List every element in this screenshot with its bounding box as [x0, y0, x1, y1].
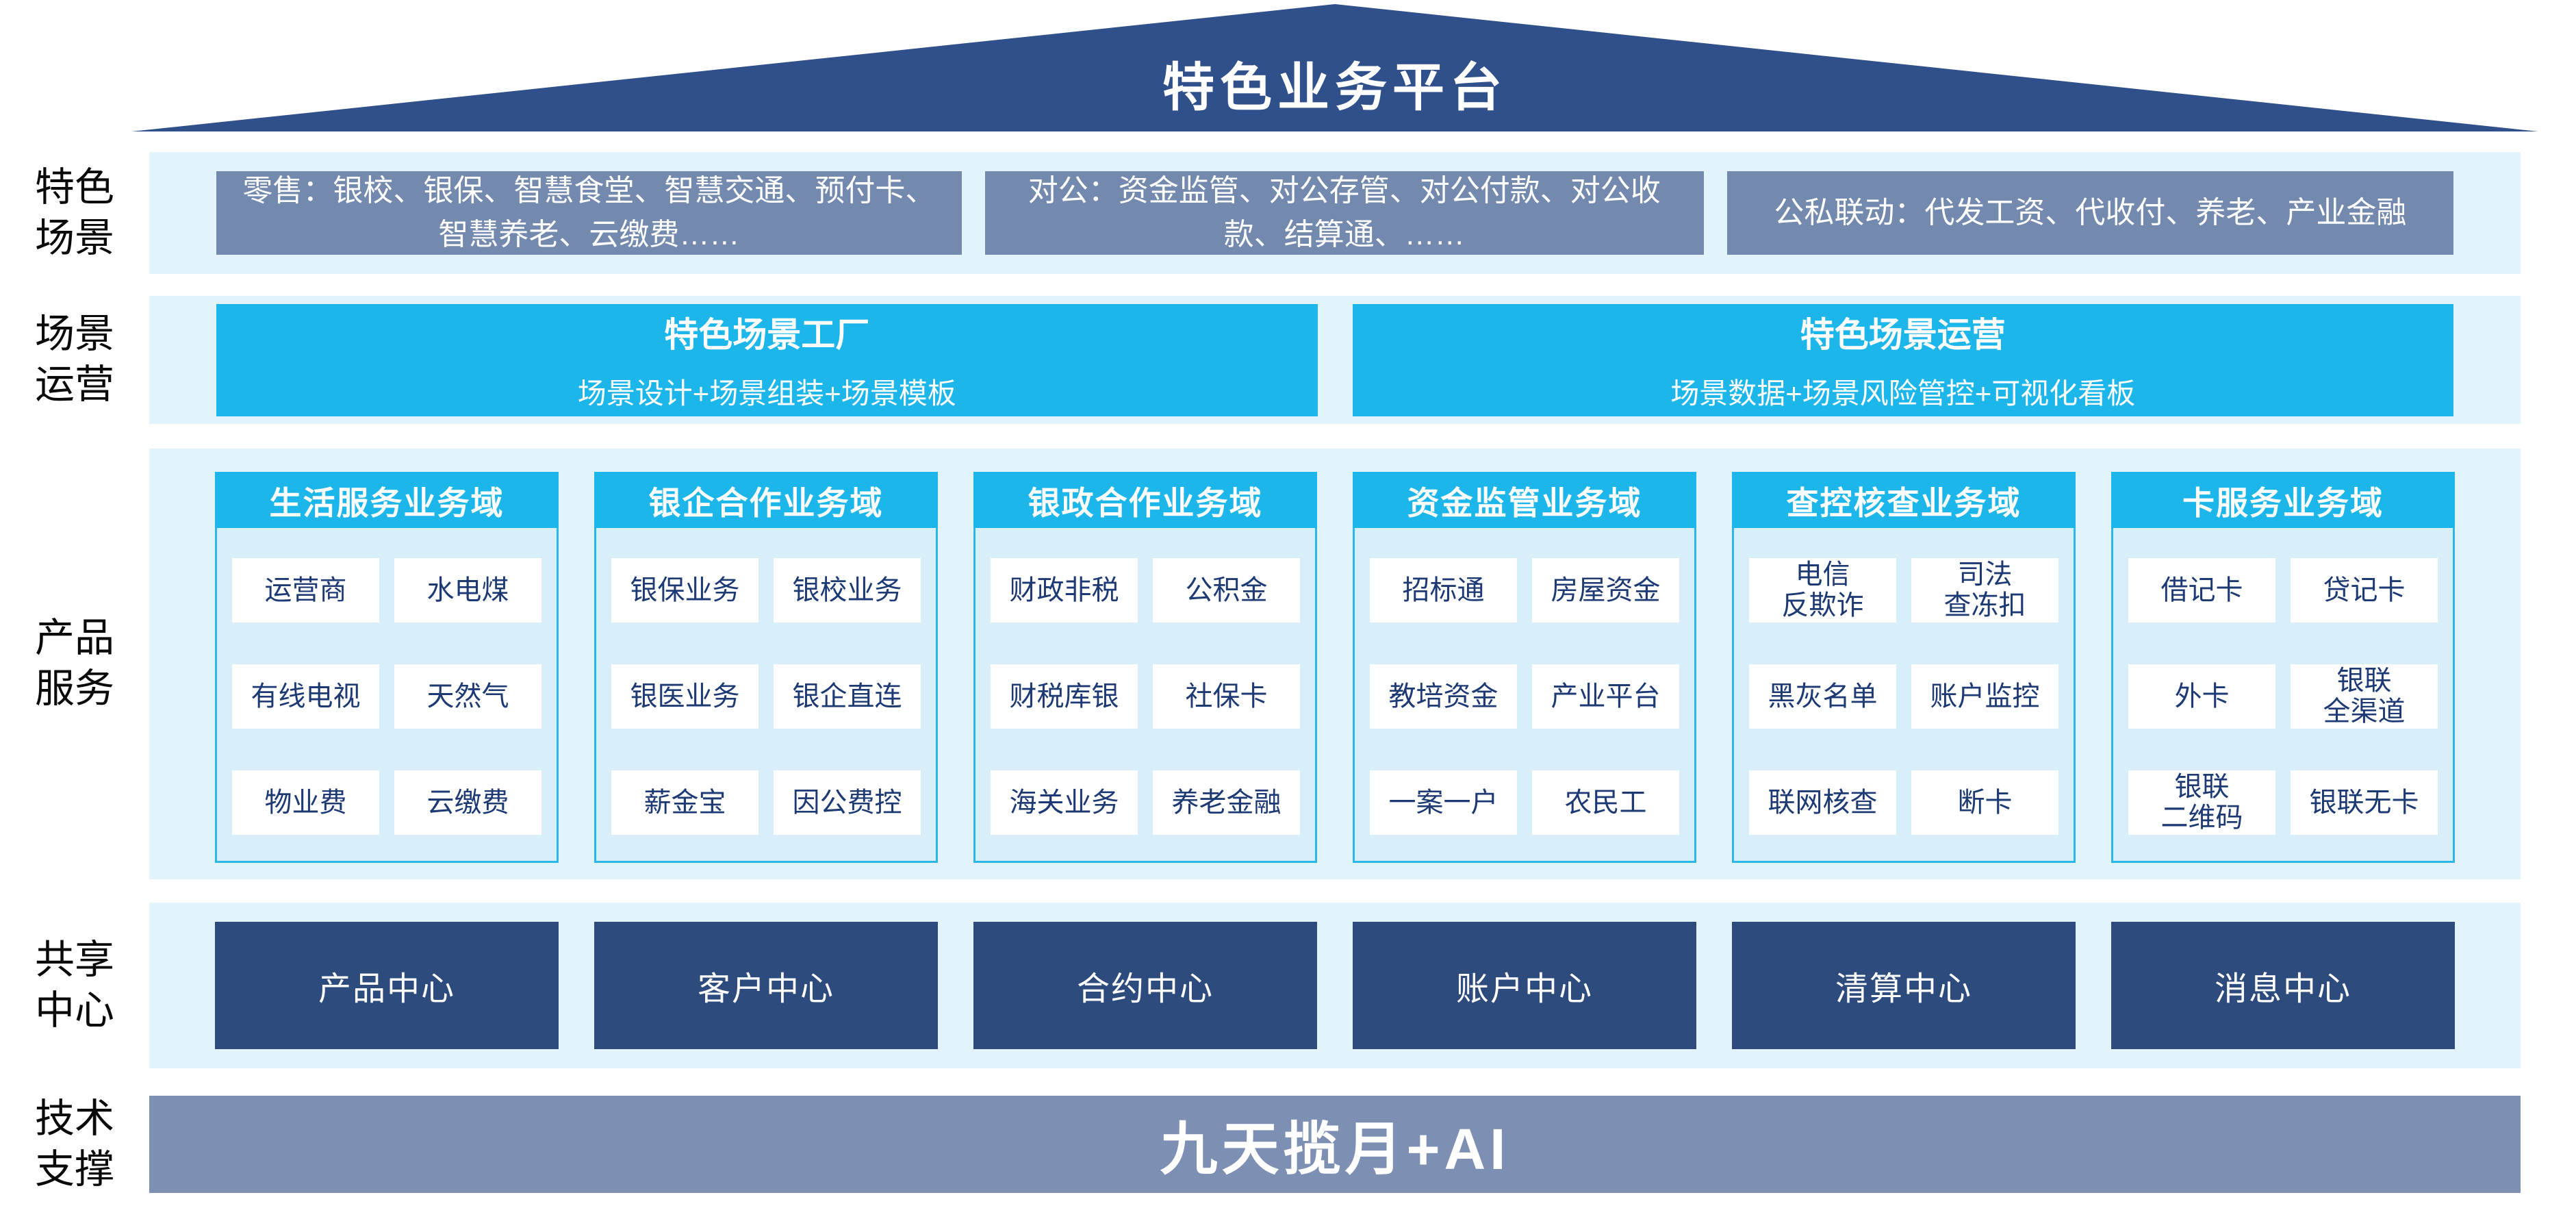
product-item: 天然气 [394, 664, 541, 729]
scene-factory-title: 特色场景工厂 [664, 316, 870, 354]
layer-label-shared-centers: 共享 中心 [34, 937, 114, 1033]
product-item: 外卡 [2128, 664, 2275, 729]
product-item: 运营商 [232, 558, 379, 623]
product-item: 招标通 [1370, 558, 1517, 623]
product-item: 一案一户 [1370, 770, 1517, 835]
product-item: 公积金 [1153, 558, 1300, 623]
center-box-contract: 合约中心 [973, 922, 1317, 1049]
product-item: 银医业务 [611, 664, 758, 729]
scene-box-public-private: 公私联动：代发工资、代收付、养老、产业金融 [1726, 171, 2453, 255]
scene-layer-band: 零售：银校、银保、智慧食堂、智慧交通、预付卡、智慧养老、云缴费…… 对公：资金监… [149, 152, 2521, 274]
scene-operation-subtitle: 场景数据+场景风险管控+可视化看板 [1670, 377, 2136, 410]
domain-header: 银政合作业务域 [973, 472, 1317, 528]
product-item: 账户监控 [1911, 664, 2058, 729]
product-item: 银联 二维码 [2128, 770, 2275, 835]
domain-column-fund-supervision: 资金监管业务域 招标通 房屋资金 教培资金 产业平台 一案一户 农民工 [1353, 472, 1696, 863]
domain-header: 卡服务业务域 [2111, 472, 2455, 528]
product-item: 水电煤 [394, 558, 541, 623]
domain-column-life-services: 生活服务业务域 运营商 水电煤 有线电视 天然气 物业费 云缴费 [215, 472, 559, 863]
scene-box-corporate: 对公：资金监管、对公存管、对公付款、对公收款、结算通、…… [984, 171, 1704, 255]
domain-column-card-services: 卡服务业务域 借记卡 贷记卡 外卡 银联 全渠道 银联 二维码 银联无卡 [2111, 472, 2455, 863]
domain-body: 电信 反欺诈 司法 查冻扣 黑灰名单 账户监控 联网核查 断卡 [1732, 528, 2076, 863]
product-item: 银校业务 [774, 558, 921, 623]
product-layer-band: 生活服务业务域 运营商 水电煤 有线电视 天然气 物业费 云缴费 银企合作业务域… [149, 449, 2521, 879]
product-item: 银保业务 [611, 558, 758, 623]
product-item: 黑灰名单 [1749, 664, 1896, 729]
center-box-account: 账户中心 [1353, 922, 1696, 1049]
center-box-customer: 客户中心 [594, 922, 938, 1049]
domain-header: 生活服务业务域 [215, 472, 559, 528]
shared-center-layer-band: 产品中心 客户中心 合约中心 账户中心 清算中心 消息中心 [149, 903, 2521, 1068]
domain-header: 查控核查业务域 [1732, 472, 2076, 528]
operation-layer-band: 特色场景工厂 场景设计+场景组装+场景模板 特色场景运营 场景数据+场景风险管控… [149, 296, 2521, 424]
domain-column-bank-enterprise: 银企合作业务域 银保业务 银校业务 银医业务 银企直连 薪金宝 因公费控 [594, 472, 938, 863]
product-item: 财税库银 [991, 664, 1138, 729]
product-item: 财政非税 [991, 558, 1138, 623]
product-item: 因公费控 [774, 770, 921, 835]
domain-body: 银保业务 银校业务 银医业务 银企直连 薪金宝 因公费控 [594, 528, 938, 863]
scene-factory-subtitle: 场景设计+场景组装+场景模板 [577, 377, 956, 410]
product-item: 养老金融 [1153, 770, 1300, 835]
product-item: 农民工 [1532, 770, 1679, 835]
center-box-clearing: 清算中心 [1732, 922, 2076, 1049]
product-item: 海关业务 [991, 770, 1138, 835]
scene-factory-box: 特色场景工厂 场景设计+场景组装+场景模板 [216, 303, 1318, 416]
scene-operation-title: 特色场景运营 [1800, 316, 2006, 354]
center-box-product: 产品中心 [215, 922, 559, 1049]
layer-label-operations: 场景 运营 [34, 311, 114, 407]
diagram-title: 特色业务平台 [1162, 59, 1507, 117]
scene-operation-box: 特色场景运营 场景数据+场景风险管控+可视化看板 [1352, 303, 2453, 416]
product-item: 物业费 [232, 770, 379, 835]
product-item: 司法 查冻扣 [1911, 558, 2058, 623]
tech-support-bar: 九天揽月+AI [149, 1096, 2521, 1193]
product-item: 有线电视 [232, 664, 379, 729]
domain-body: 借记卡 贷记卡 外卡 银联 全渠道 银联 二维码 银联无卡 [2111, 528, 2455, 863]
domain-column-inquiry-control: 查控核查业务域 电信 反欺诈 司法 查冻扣 黑灰名单 账户监控 联网核查 断卡 [1732, 472, 2076, 863]
domain-body: 招标通 房屋资金 教培资金 产业平台 一案一户 农民工 [1353, 528, 1696, 863]
product-item: 贷记卡 [2291, 558, 2438, 623]
domain-header: 资金监管业务域 [1353, 472, 1696, 528]
product-item: 银联无卡 [2291, 770, 2438, 835]
product-item: 银联 全渠道 [2291, 664, 2438, 729]
product-item: 薪金宝 [611, 770, 758, 835]
scene-box-retail: 零售：银校、银保、智慧食堂、智慧交通、预付卡、智慧养老、云缴费…… [216, 171, 962, 255]
product-item: 借记卡 [2128, 558, 2275, 623]
domain-body: 运营商 水电煤 有线电视 天然气 物业费 云缴费 [215, 528, 559, 863]
roof-shape: 特色业务平台 [131, 4, 2538, 131]
product-item: 房屋资金 [1532, 558, 1679, 623]
layer-label-technology: 技术 支撑 [34, 1096, 114, 1192]
layer-label-products: 产品 服务 [34, 615, 114, 711]
product-item: 产业平台 [1532, 664, 1679, 729]
center-box-message: 消息中心 [2111, 922, 2455, 1049]
product-item: 联网核查 [1749, 770, 1896, 835]
product-item: 社保卡 [1153, 664, 1300, 729]
product-item: 电信 反欺诈 [1749, 558, 1896, 623]
product-item: 断卡 [1911, 770, 2058, 835]
product-item: 银企直连 [774, 664, 921, 729]
product-item: 教培资金 [1370, 664, 1517, 729]
product-item: 云缴费 [394, 770, 541, 835]
domain-header: 银企合作业务域 [594, 472, 938, 528]
domain-body: 财政非税 公积金 财税库银 社保卡 海关业务 养老金融 [973, 528, 1317, 863]
layer-label-scenes: 特色 场景 [34, 164, 114, 260]
domain-column-bank-government: 银政合作业务域 财政非税 公积金 财税库银 社保卡 海关业务 养老金融 [973, 472, 1317, 863]
